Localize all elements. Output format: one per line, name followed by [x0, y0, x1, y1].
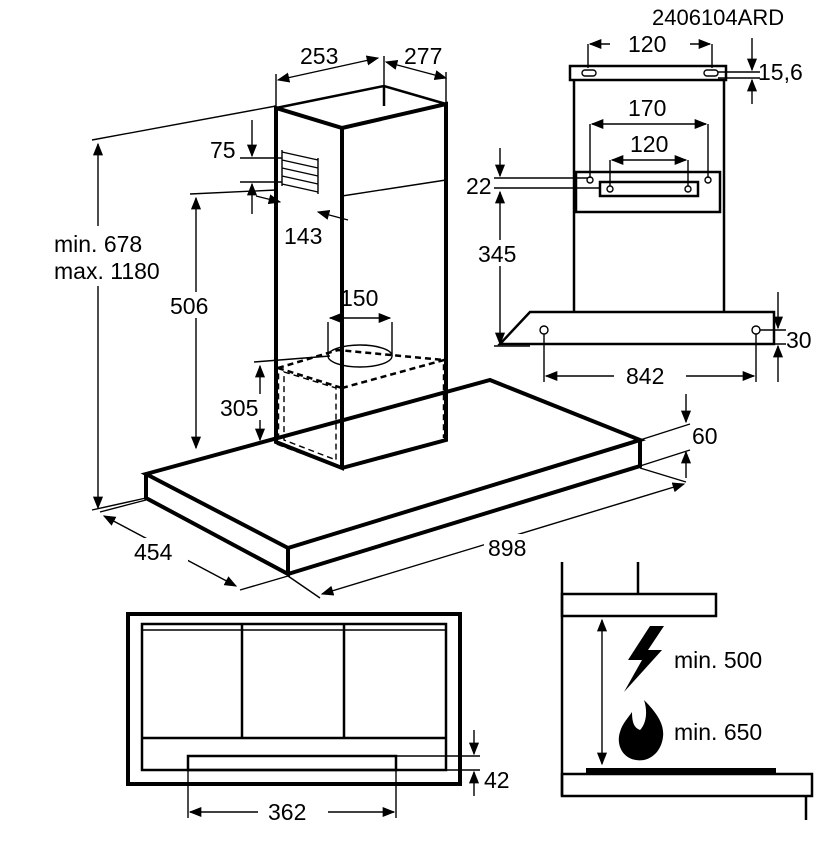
- hob-surface: [586, 768, 776, 774]
- chimney-side-face: [341, 101, 448, 470]
- dim-line-277: [384, 60, 448, 80]
- dim-305: 305: [220, 395, 258, 421]
- dim-143: 143: [284, 223, 322, 249]
- clearance-view: min. 500 min. 650: [560, 562, 814, 820]
- lower-bracket: [574, 170, 722, 214]
- light-strip: [186, 754, 398, 772]
- dim-506: 506: [170, 293, 208, 319]
- dim-454: 454: [134, 539, 173, 565]
- dim-898: 898: [488, 535, 526, 561]
- dim-30: 30: [786, 327, 812, 353]
- dim-min-678: min. 678: [54, 231, 142, 257]
- dim-120-top: 120: [628, 31, 666, 57]
- dim-22: 22: [466, 173, 492, 199]
- flame-icon: [618, 700, 664, 761]
- lightning-bolt-icon: [624, 626, 664, 692]
- chimney-outline: [572, 80, 726, 312]
- bottom-view: 42 362: [126, 612, 510, 825]
- chimney-front-face: [274, 105, 344, 471]
- dim-75: 75: [210, 137, 236, 163]
- clearance-electric: min. 500: [674, 647, 762, 673]
- bottom-outer-frame: [126, 612, 462, 786]
- hood-isometric-view: 253 277 75 143 min. 678 max. 1180 506 15…: [50, 43, 718, 599]
- dim-150: 150: [340, 285, 378, 311]
- dim-253: 253: [300, 43, 338, 69]
- dim-60: 60: [692, 423, 718, 449]
- dim-362: 362: [268, 799, 306, 825]
- chimney-top-edge: [275, 84, 447, 110]
- cooktop-counter: [560, 772, 814, 798]
- reference-code: 2406104ARD: [652, 5, 784, 30]
- motor-box-dashed: [276, 322, 446, 470]
- hood-side-profile: [560, 592, 718, 618]
- dim-842: 842: [626, 363, 664, 389]
- dim-max-1180: max. 1180: [54, 258, 160, 284]
- chimney-joint-line: [341, 179, 447, 197]
- dim-345: 345: [478, 241, 516, 267]
- dim-277: 277: [404, 43, 442, 69]
- dim-42: 42: [484, 767, 510, 793]
- dim-line-253: [276, 55, 380, 83]
- wall-mount-view: 120 15,6 170 120 22 345 30 842: [466, 31, 812, 389]
- dim-120-inner: 120: [630, 131, 668, 157]
- clearance-gas: min. 650: [674, 719, 762, 745]
- dim-170: 170: [628, 95, 666, 121]
- upper-bracket: [568, 64, 728, 82]
- vent-grille: [281, 150, 319, 194]
- dim-15-6: 15,6: [758, 59, 803, 85]
